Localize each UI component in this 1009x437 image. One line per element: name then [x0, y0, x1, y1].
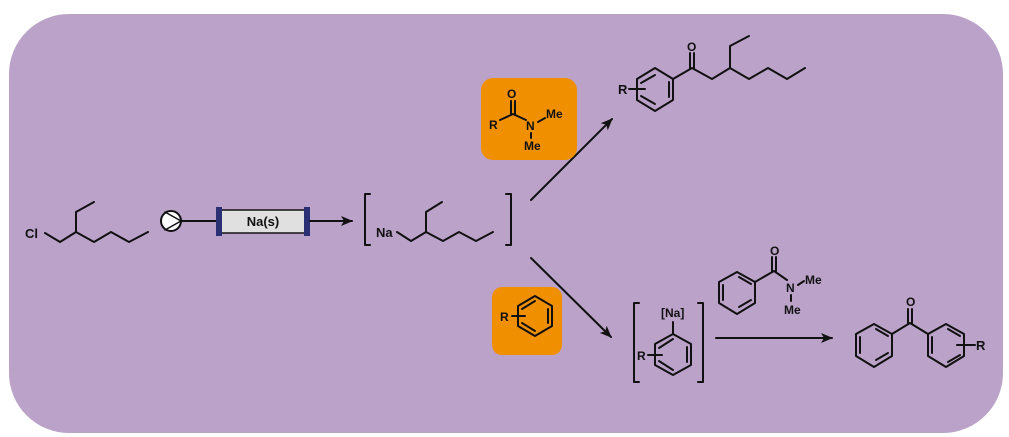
oxygen-label: O [507, 87, 516, 101]
r-group-label: R [637, 349, 646, 363]
weinreb-amide-reagent: O R N Me Me [481, 78, 577, 160]
methyl-label: Me [546, 107, 563, 121]
arene-reagent: R [492, 287, 562, 355]
sodium-column: Na(s) [216, 207, 310, 236]
sodium-label: Na [376, 225, 393, 240]
methyl-label: Me [805, 273, 822, 287]
upper-reaction-arrow [530, 118, 613, 201]
benzophenone-product: O R [855, 295, 986, 368]
pump-icon [160, 210, 217, 232]
alkyl-chloride: Cl [25, 201, 149, 243]
aryl-ketone-product: R O [618, 35, 806, 112]
r-group-label: R [500, 310, 509, 324]
oxygen-label: O [687, 40, 696, 54]
lower-reaction-arrow [530, 257, 612, 338]
oxygen-label: O [770, 244, 779, 258]
r-group-label: R [489, 118, 498, 132]
methyl-label: Me [524, 139, 541, 153]
alkylsodium-intermediate: Na [364, 193, 512, 246]
nitrogen-label: N [526, 119, 535, 133]
r-group-label: R [976, 338, 986, 353]
nitrogen-label: N [786, 281, 795, 295]
sodium-label: [Na] [661, 306, 684, 320]
r-group-label: R [618, 82, 628, 97]
methyl-label: Me [784, 303, 801, 317]
background-panel [9, 14, 1003, 433]
chlorine-label: Cl [25, 226, 38, 241]
arylsodium-intermediate: [Na] R [633, 302, 704, 383]
oxygen-label: O [906, 295, 915, 309]
dimethylbenzamide-reagent: O N Me Me [718, 244, 822, 317]
column-label: Na(s) [247, 214, 280, 229]
